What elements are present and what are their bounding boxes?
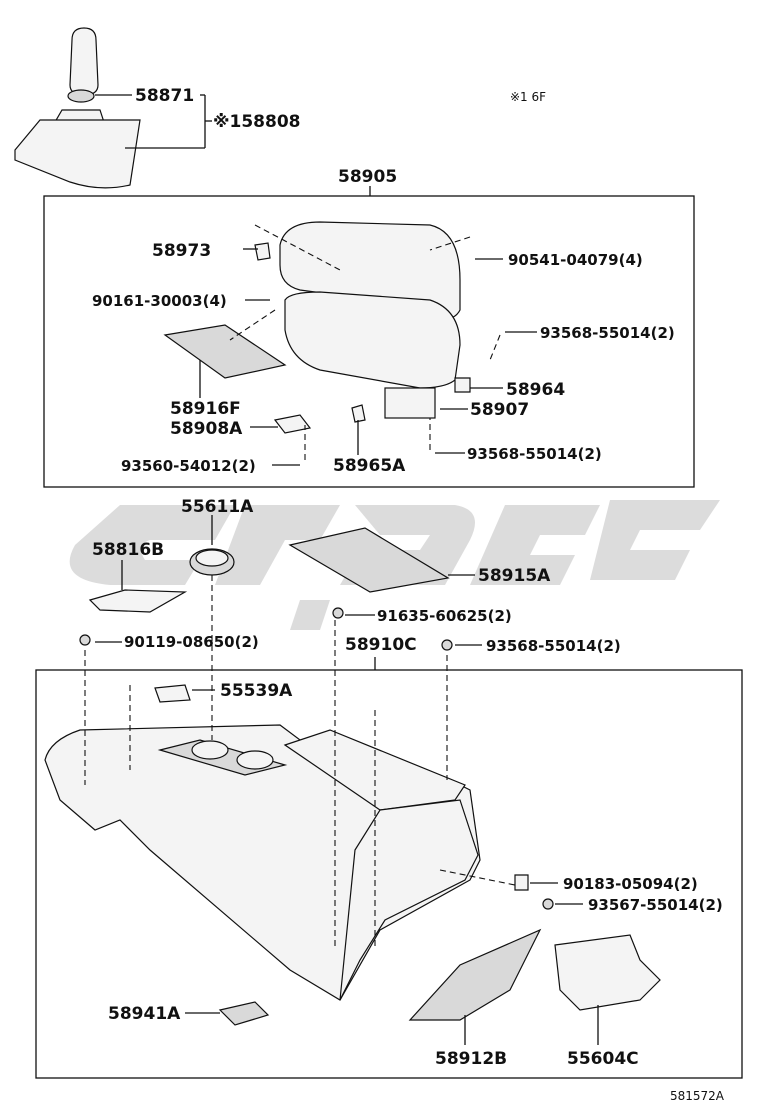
- label-58912B: 58912B: [435, 1049, 507, 1069]
- label-58907: 58907: [470, 400, 529, 420]
- console-parts: [44, 575, 661, 1045]
- label-55539A: 55539A: [220, 681, 293, 701]
- label-55604C: 55604C: [567, 1049, 639, 1069]
- note-label: ※1 6F: [510, 90, 546, 104]
- label-58808: ※158808: [213, 112, 301, 132]
- label-91635: 91635-60625(2): [377, 607, 512, 625]
- label-93568-c: 93568-55014(2): [486, 637, 621, 655]
- label-58965A: 58965A: [333, 456, 406, 476]
- label-58941A: 58941A: [108, 1004, 181, 1024]
- label-58871: 58871: [135, 86, 194, 106]
- label-58905: 58905: [338, 167, 397, 187]
- label-93567: 93567-55014(2): [588, 896, 723, 914]
- label-90183: 90183-05094(2): [563, 875, 698, 893]
- label-58816B: 58816B: [92, 540, 164, 560]
- console-box: [35, 669, 743, 1079]
- armrest-parts: [163, 221, 537, 466]
- diagram-id: 581572A: [670, 1089, 725, 1103]
- label-93568-b: 93568-55014(2): [467, 445, 602, 463]
- label-90541: 90541-04079(4): [508, 251, 643, 269]
- label-93560: 93560-54012(2): [121, 457, 256, 475]
- label-58973: 58973: [152, 241, 211, 261]
- label-58908A: 58908A: [170, 419, 243, 439]
- shift-knob-group: [14, 27, 212, 189]
- label-58915A: 58915A: [478, 566, 551, 586]
- label-93568-a: 93568-55014(2): [540, 324, 675, 342]
- armrest-box: [43, 195, 695, 488]
- label-58910C: 58910C: [345, 635, 417, 655]
- label-58964: 58964: [506, 380, 565, 400]
- middle-parts: [79, 515, 482, 651]
- label-90119: 90119-08650(2): [124, 633, 259, 651]
- label-58916F: 58916F: [170, 399, 241, 419]
- label-55611A: 55611A: [181, 497, 254, 517]
- label-90161: 90161-30003(4): [92, 292, 227, 310]
